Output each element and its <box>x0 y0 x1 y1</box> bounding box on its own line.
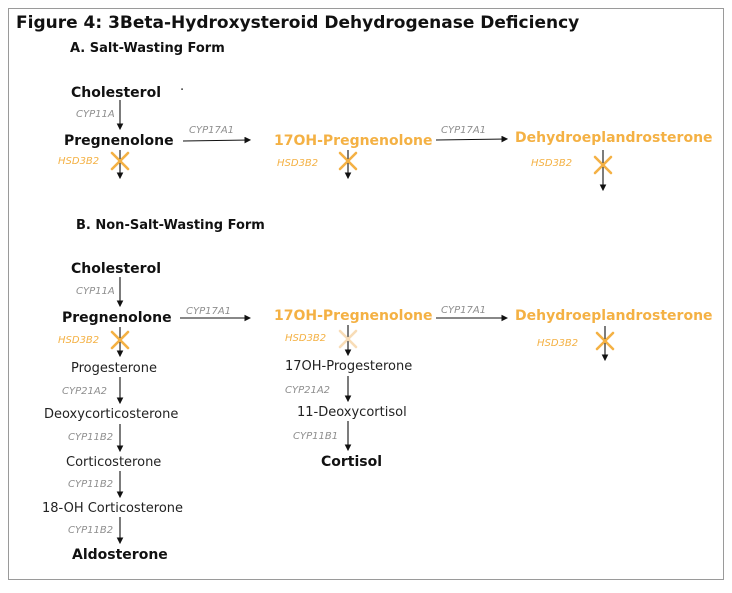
b-17oh-pregnenolone: 17OH-Pregnenolone <box>274 308 433 324</box>
b-cholesterol: Cholesterol <box>71 261 161 277</box>
b-18oh-corticosterone: 18-OH Corticosterone <box>42 501 184 516</box>
b-block-x-3 <box>595 331 615 351</box>
a-hsd3b2-label-3: HSD3B2 <box>531 158 573 169</box>
a-block-x-2 <box>338 151 358 171</box>
b-cyp17a1-label-1: CYP17A1 <box>186 306 232 317</box>
b-corticosterone: Corticosterone <box>66 455 162 470</box>
b-aldosterone: Aldosterone <box>72 547 168 563</box>
b-hsd3b2-label-1: HSD3B2 <box>58 335 100 346</box>
b-cyp21a2-label-2: CYP21A2 <box>285 385 331 396</box>
a-pregnenolone: Pregnenolone <box>64 133 174 149</box>
a-cholesterol: Cholesterol <box>71 85 161 101</box>
a-block-x-1 <box>110 151 130 171</box>
b-cyp11b2-label-1: CYP11B2 <box>68 432 114 443</box>
b-cyp17a1-label-2: CYP17A1 <box>441 305 487 316</box>
b-cyp21a2-label-1: CYP21A2 <box>62 386 108 397</box>
b-11-deoxycortisol: 11-Deoxycortisol <box>297 405 407 420</box>
figure-title: Figure 4: 3Beta-Hydroxysteroid Dehydroge… <box>16 13 580 33</box>
figure-frame <box>8 8 724 580</box>
a-block-x-3 <box>593 155 613 175</box>
b-cyp11b2-label-2: CYP11B2 <box>68 479 114 490</box>
b-dhea: Dehydroeplandrosterone <box>515 308 713 324</box>
b-block-x-1 <box>110 330 130 350</box>
b-block-x-2 <box>338 329 358 349</box>
a-hsd3b2-label-1: HSD3B2 <box>58 156 100 167</box>
a-dhea: Dehydroeplandrosterone <box>515 130 713 146</box>
a-dot: · <box>180 83 185 98</box>
b-deoxycorticosterone: Deoxycorticosterone <box>44 407 179 422</box>
a-cyp17a1-label-1: CYP17A1 <box>189 125 235 136</box>
a-arrow-17oh-dhea <box>435 135 509 143</box>
b-17oh-progesterone: 17OH-Progesterone <box>285 359 413 374</box>
b-hsd3b2-label-2: HSD3B2 <box>285 333 327 344</box>
b-cortisol: Cortisol <box>321 454 383 470</box>
a-cyp11a-label: CYP11A <box>76 109 115 120</box>
b-cyp11b2-label-3: CYP11B2 <box>68 525 114 536</box>
b-hsd3b2-label-3: HSD3B2 <box>537 338 579 349</box>
a-hsd3b2-label-2: HSD3B2 <box>277 158 319 169</box>
section-a-heading: A. Salt-Wasting Form <box>70 41 225 56</box>
a-cyp17a1-label-2: CYP17A1 <box>441 125 487 136</box>
b-cyp11b1-label: CYP11B1 <box>293 431 339 442</box>
section-b-heading: B. Non-Salt-Wasting Form <box>76 218 265 233</box>
a-arrow-pregnenolone-17oh <box>182 136 252 144</box>
b-pregnenolone: Pregnenolone <box>62 310 172 326</box>
a-17oh-pregnenolone: 17OH-Pregnenolone <box>274 133 433 149</box>
b-progesterone: Progesterone <box>71 361 157 376</box>
b-cyp11a-label: CYP11A <box>76 286 115 297</box>
